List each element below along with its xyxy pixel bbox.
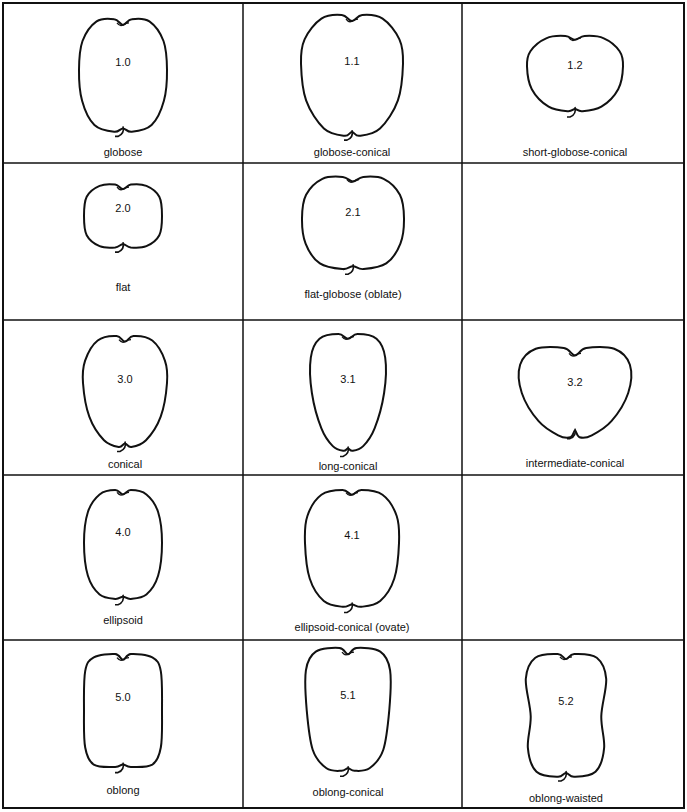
fruit-contour — [302, 177, 404, 270]
fruit-outline — [301, 15, 403, 137]
shape-code: 1.2 — [567, 59, 582, 71]
shape-code: 4.0 — [115, 526, 130, 538]
fruit-shape: 3.2intermediate-conical — [519, 346, 631, 440]
fruit-shape: 3.1long-conical — [310, 334, 386, 452]
shape-name: ellipsoid — [102, 614, 144, 626]
fruit-stalk — [344, 602, 352, 612]
fruit-shape: 4.0ellipsoid — [84, 490, 162, 600]
shape-code: 2.0 — [115, 202, 130, 214]
fruit-shape: 3.0conical — [83, 336, 167, 448]
shape-name: flat-globose (oblate) — [303, 288, 402, 300]
fruit-shape: 1.1globose-conical — [301, 15, 403, 137]
shape-name: oblong-waisted — [528, 792, 604, 804]
fruit-contour — [79, 19, 167, 132]
fruit-outline — [84, 490, 162, 600]
fruit-contour — [305, 490, 399, 607]
fruit-shape: 1.0globose — [79, 18, 167, 133]
fruit-contour — [527, 36, 623, 111]
fruit-contour — [84, 490, 162, 599]
fruit-shape: 4.1ellipsoid-conical (ovate) — [305, 490, 399, 608]
fruit-contour — [519, 347, 631, 438]
fruit-stalk — [115, 242, 123, 252]
calyx-eye — [117, 23, 129, 26]
calyx-eye — [342, 337, 354, 340]
fruit-contour — [310, 334, 386, 451]
calyx-eye — [569, 353, 581, 356]
fruit-shape: 2.1flat-globose (oblate) — [302, 176, 404, 270]
calyx-eye — [346, 19, 358, 22]
shape-code: 1.0 — [115, 56, 130, 68]
fruit-outline — [519, 346, 631, 440]
calyx-eye — [117, 658, 129, 661]
fruit-stalk — [115, 595, 123, 605]
fruit-outline — [84, 184, 162, 248]
shape-code: 3.1 — [340, 373, 355, 385]
shape-code: 5.0 — [115, 691, 130, 703]
fruit-outline — [525, 654, 607, 778]
calyx-eye — [346, 493, 358, 496]
fruit-shape: 5.0oblong — [84, 654, 162, 768]
calyx-eye — [119, 340, 131, 343]
shape-name: oblong — [105, 784, 140, 796]
fruit-outline — [310, 334, 386, 452]
column-rule — [242, 3, 244, 808]
calyx-eye — [342, 652, 354, 655]
shape-name: intermediate-conical — [525, 457, 625, 469]
fruit-contour — [84, 184, 162, 247]
fruit-shape: 5.1oblong-conical — [305, 648, 391, 772]
shape-name: globose-conical — [313, 146, 391, 158]
shape-code: 4.1 — [344, 529, 359, 541]
fruit-stalk — [344, 130, 352, 140]
shape-code: 2.1 — [345, 206, 360, 218]
calyx-eye — [560, 657, 572, 660]
fruit-outline — [305, 490, 399, 608]
fruit-stalk — [340, 766, 348, 776]
row-rule — [3, 162, 684, 164]
shape-code: 3.0 — [117, 373, 132, 385]
shape-name: ellipsoid-conical (ovate) — [294, 621, 411, 633]
table-border — [3, 3, 684, 808]
fruit-stalk — [567, 429, 575, 439]
calyx-eye — [117, 492, 129, 495]
shape-name: long-conical — [318, 460, 379, 472]
fruit-contour — [526, 654, 607, 777]
fruit-stalk — [558, 771, 566, 781]
fruit-contour — [305, 648, 391, 771]
row-rule — [3, 639, 684, 641]
column-rule — [461, 3, 463, 808]
shape-name: globose — [103, 146, 144, 158]
fruit-shape: 2.0flat — [84, 184, 162, 248]
fruit-outline — [84, 654, 162, 768]
shape-code: 5.1 — [340, 689, 355, 701]
calyx-eye — [569, 38, 581, 41]
row-rule — [3, 319, 684, 321]
fruit-contour — [84, 654, 162, 767]
shape-name: oblong-conical — [312, 786, 385, 798]
fruit-outline — [305, 648, 391, 772]
shape-code: 5.2 — [558, 695, 573, 707]
fruit-outline — [79, 18, 167, 133]
fruit-stalk — [115, 763, 123, 773]
fruit-contour — [83, 336, 168, 447]
row-rule — [3, 474, 684, 476]
fruit-shape: 1.2short-globose-conical — [527, 36, 623, 112]
fruit-stalk — [340, 446, 348, 456]
shape-name: flat — [115, 281, 132, 293]
fruit-stalk — [115, 126, 123, 136]
fruit-stalk — [117, 442, 125, 452]
fruit-outline — [527, 36, 623, 112]
fruit-shape: 5.2oblong-waisted — [525, 654, 607, 778]
fruit-outline — [83, 336, 167, 448]
calyx-eye — [117, 187, 129, 190]
fruit-outline — [302, 176, 404, 270]
shape-name: short-globose-conical — [522, 146, 629, 158]
shape-code: 1.1 — [344, 55, 359, 67]
fruit-stalk — [567, 107, 575, 117]
fruit-contour — [301, 15, 403, 136]
shape-name: conical — [107, 458, 143, 470]
shape-code: 3.2 — [567, 376, 582, 388]
fruit-stalk — [345, 264, 353, 274]
calyx-eye — [347, 180, 359, 183]
